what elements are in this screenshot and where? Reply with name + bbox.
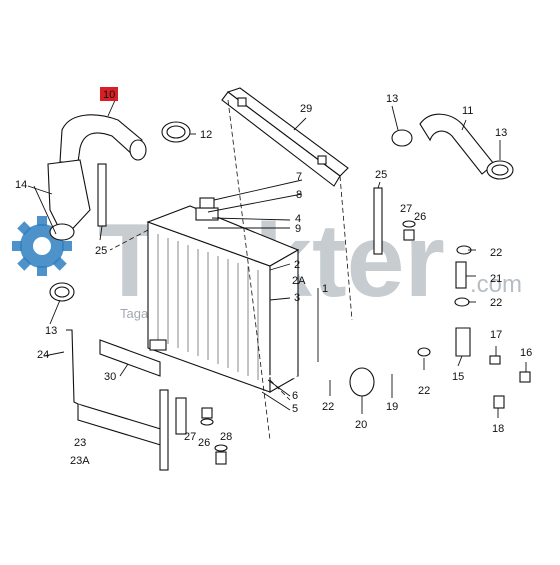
upper-right-hose-11 — [391, 113, 514, 180]
callout-13-left[interactable]: 13 — [45, 325, 57, 337]
callout-10[interactable]: 10 — [103, 89, 115, 101]
callout-3[interactable]: 3 — [294, 292, 300, 304]
callout-1[interactable]: 1 — [322, 283, 328, 295]
hose-clamp-12 — [161, 121, 191, 143]
frame-23 — [66, 329, 187, 471]
callout-18[interactable]: 18 — [492, 423, 504, 435]
callout-16[interactable]: 16 — [520, 347, 532, 359]
leader-lines — [27, 97, 527, 418]
callout-23[interactable]: 23 — [74, 437, 86, 449]
callout-2a[interactable]: 2A — [292, 275, 306, 287]
callout-25-left[interactable]: 25 — [95, 245, 107, 257]
bracket-25-left — [97, 163, 107, 227]
callout-14[interactable]: 14 — [15, 179, 27, 191]
watermark-domain: .com — [470, 271, 522, 298]
callout-26-left[interactable]: 26 — [198, 437, 210, 449]
radiator — [146, 197, 300, 393]
callout-20[interactable]: 20 — [355, 419, 367, 431]
callout-22-d[interactable]: 22 — [322, 401, 334, 413]
callout-29[interactable]: 29 — [300, 103, 312, 115]
callout-22-c[interactable]: 22 — [418, 385, 430, 397]
callout-4[interactable]: 4 — [295, 213, 301, 225]
callout-28[interactable]: 28 — [220, 431, 232, 443]
callout-26-right[interactable]: 26 — [414, 211, 426, 223]
support-30 — [99, 339, 161, 377]
callout-5[interactable]: 5 — [292, 403, 298, 415]
callout-12[interactable]: 12 — [200, 129, 212, 141]
callout-labels: 10 1 2 2A 3 4 5 6 7 8 9 11 12 13 13 13 1… — [15, 89, 532, 467]
callout-13-right[interactable]: 13 — [495, 127, 507, 139]
callout-7[interactable]: 7 — [296, 171, 302, 183]
callout-27-right[interactable]: 27 — [400, 203, 412, 215]
callout-24[interactable]: 24 — [37, 349, 49, 361]
callout-27-left[interactable]: 27 — [184, 431, 196, 443]
callout-2[interactable]: 2 — [294, 259, 300, 271]
top-brace-29 — [221, 87, 349, 187]
callout-9[interactable]: 9 — [295, 223, 301, 235]
callout-8[interactable]: 8 — [296, 189, 302, 201]
callout-30[interactable]: 30 — [104, 371, 116, 383]
callout-25-right[interactable]: 25 — [375, 169, 387, 181]
highlight-box — [100, 87, 118, 101]
callout-17[interactable]: 17 — [490, 329, 502, 341]
bolts — [200, 220, 416, 465]
lower-hose-left — [47, 159, 91, 302]
callout-11[interactable]: 11 — [462, 105, 473, 117]
callout-19[interactable]: 19 — [386, 401, 398, 413]
callout-21[interactable]: 21 — [490, 273, 502, 285]
callout-13-top[interactable]: 13 — [386, 93, 398, 105]
bracket-25-right — [373, 187, 383, 255]
upper-hose-10 — [59, 114, 147, 163]
callout-23a[interactable]: 23A — [70, 455, 90, 467]
callout-22-b[interactable]: 22 — [490, 297, 502, 309]
callout-6[interactable]: 6 — [292, 390, 298, 402]
fittings-right — [417, 245, 531, 409]
callout-15[interactable]: 15 — [452, 371, 464, 383]
callout-22-a[interactable]: 22 — [490, 247, 502, 259]
